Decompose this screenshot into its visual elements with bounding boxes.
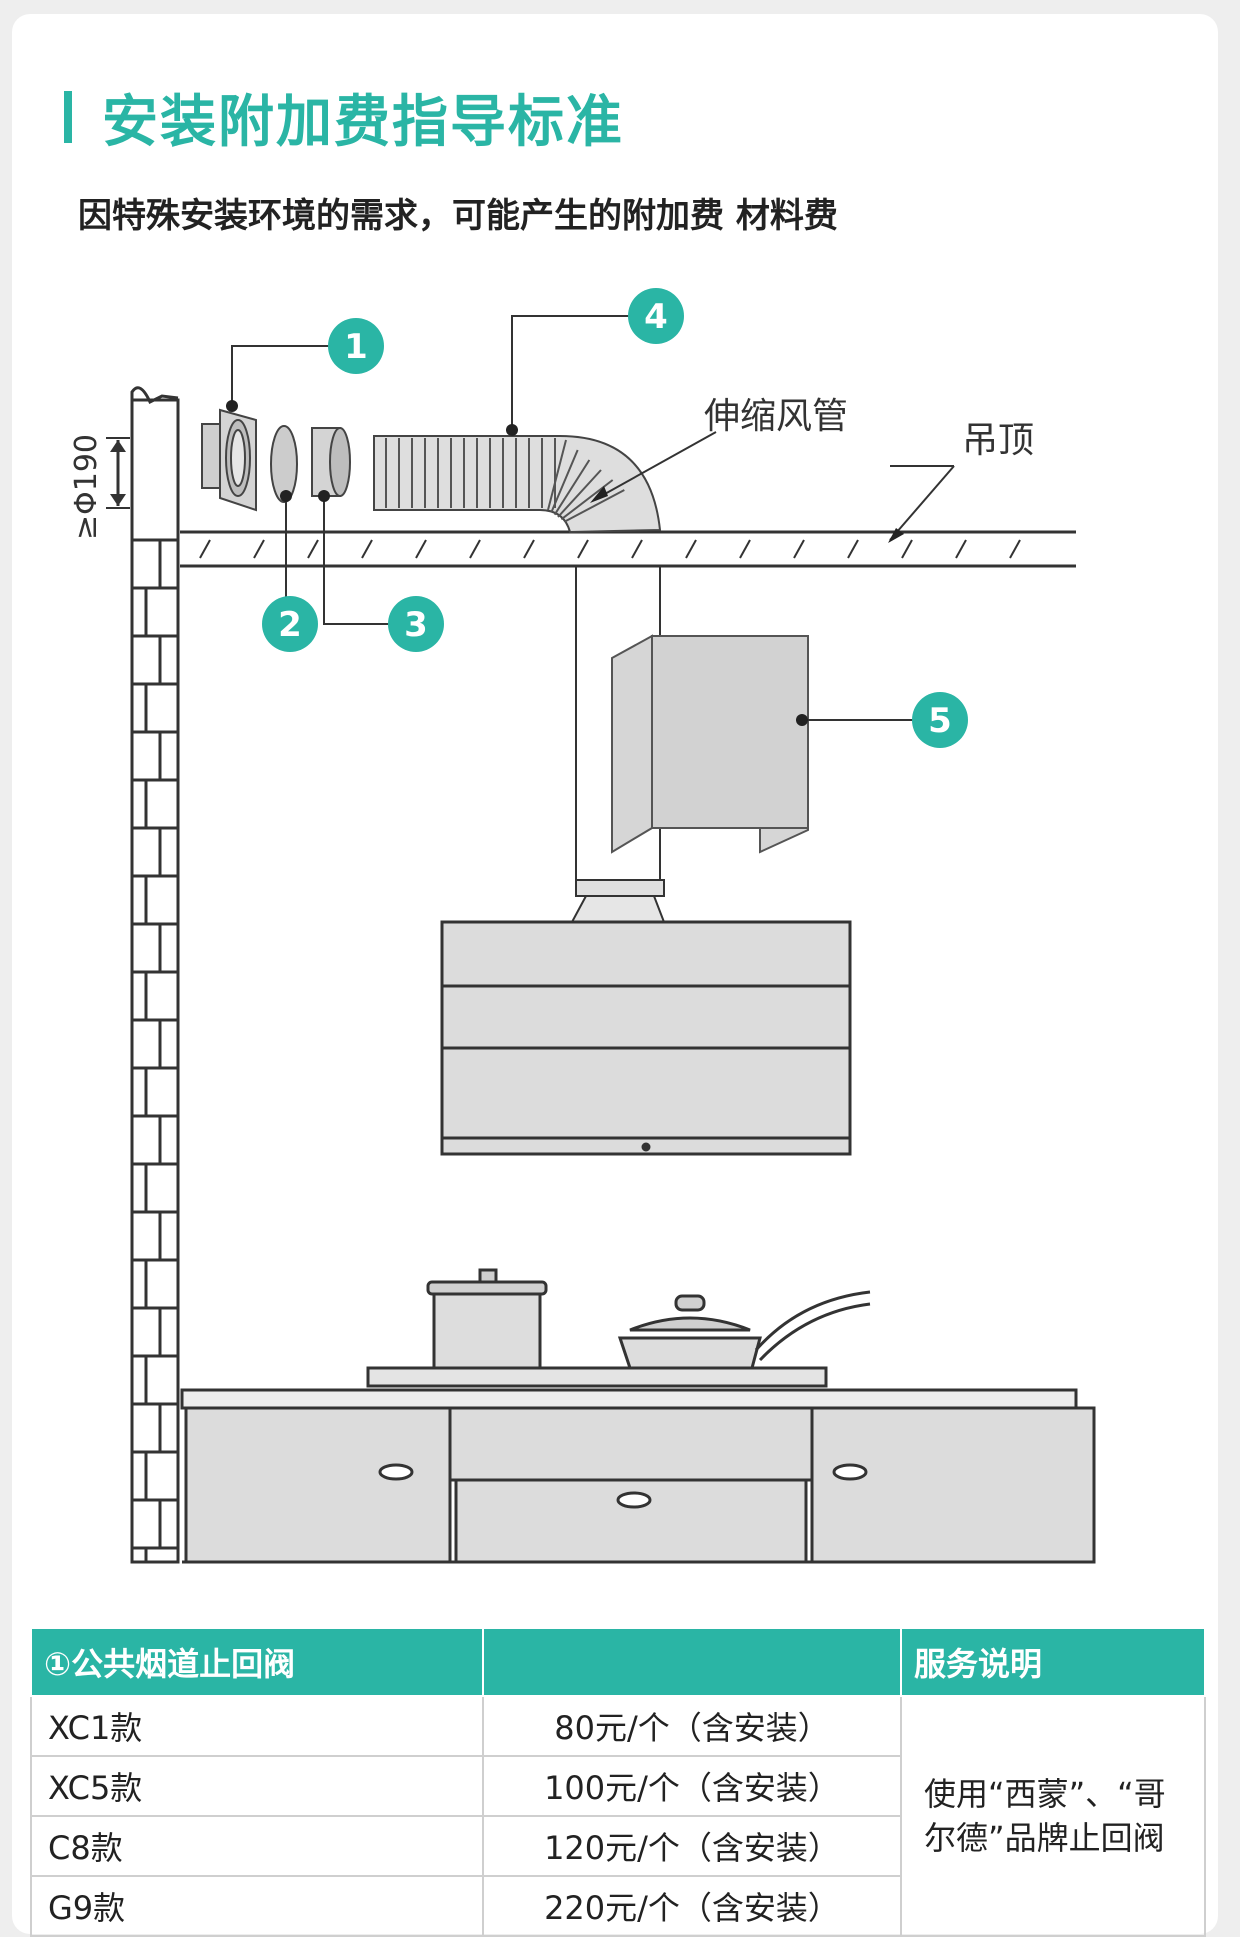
model-cell: XC1款: [30, 1695, 484, 1757]
price-cell: 220元/个（含安装）: [482, 1875, 902, 1937]
installation-diagram: ≥Φ190: [69, 288, 1096, 1564]
check-valve-flange: [201, 408, 257, 512]
callout-1: 1: [328, 318, 384, 374]
svg-text:2: 2: [278, 605, 302, 645]
valve-disc: [270, 425, 298, 503]
ceiling-label: 吊顶: [962, 420, 1034, 461]
leader-dots: [226, 400, 808, 726]
section-header: 安装附加费指导标准: [64, 82, 624, 155]
cookware: [366, 1268, 871, 1388]
price-table: ①公共烟道止回阀 服务说明 XC1款 80元/个（含安装） 使用“西蒙”、“哥尔…: [30, 1627, 1206, 1937]
model-cell: XC5款: [30, 1755, 484, 1817]
callout-2: 2: [262, 596, 318, 652]
page-subtitle: 因特殊安装环境的需求，可能产生的附加费 材料费: [78, 196, 838, 236]
kitchen-cabinets: [180, 1388, 1096, 1564]
svg-text:1: 1: [344, 327, 368, 367]
duct-adapter: [311, 427, 351, 497]
price-cell: 80元/个（含安装）: [482, 1695, 902, 1757]
dimension-label: ≥Φ190: [69, 434, 104, 540]
hood-mount: [570, 879, 666, 923]
price-cell: 120元/个（含安装）: [482, 1815, 902, 1877]
table-row: XC1款 80元/个（含安装） 使用“西蒙”、“哥尔德”品牌止回阀: [30, 1695, 1206, 1937]
brick-wall: [130, 386, 180, 1564]
service-note-cell: 使用“西蒙”、“哥尔德”品牌止回阀: [900, 1695, 1206, 1937]
model-cell: G9款: [30, 1875, 484, 1937]
duct-cover: [611, 634, 809, 854]
callout-5: 5: [912, 692, 968, 748]
ceiling-arrow: [888, 528, 904, 543]
dimension-marker: ≥Φ190: [69, 434, 130, 540]
svg-text:4: 4: [644, 297, 668, 337]
header-price: [482, 1627, 902, 1697]
svg-text:3: 3: [404, 605, 428, 645]
model-cell: C8款: [30, 1815, 484, 1877]
table-row: C8款 120元/个（含安装）: [30, 1815, 1205, 1877]
table-header-row: ①公共烟道止回阀 服务说明: [30, 1627, 1206, 1697]
flex-duct-label: 伸缩风管: [704, 396, 848, 437]
range-hood: [440, 920, 852, 1156]
header-service-note: 服务说明: [900, 1627, 1206, 1697]
callout-4: 4: [628, 288, 684, 344]
title-accent-bar: [64, 91, 72, 143]
callout-3: 3: [388, 596, 444, 652]
flexible-duct: [373, 435, 662, 534]
flex-duct-arrow: [590, 486, 608, 503]
header-item: ①公共烟道止回阀: [30, 1627, 484, 1697]
ceiling: [180, 530, 1076, 568]
price-cell: 100元/个（含安装）: [482, 1755, 902, 1817]
svg-text:5: 5: [928, 701, 952, 741]
table-row: XC5款 100元/个（含安装）: [30, 1755, 1205, 1817]
page-title: 安装附加费指导标准: [102, 89, 624, 155]
